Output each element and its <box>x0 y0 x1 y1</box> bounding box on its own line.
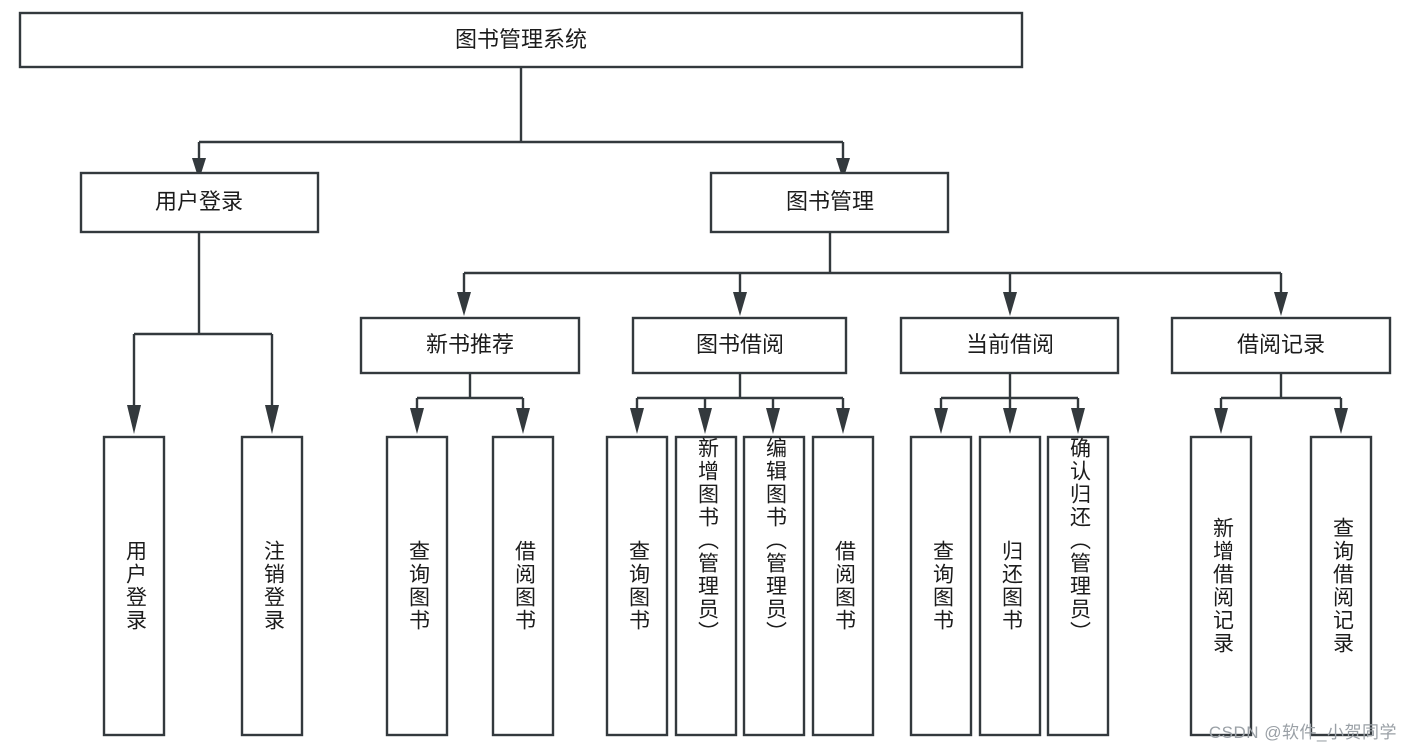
leaf-query-book-borrow[interactable] <box>605 435 669 737</box>
connector-record-to-leaves <box>1219 373 1343 424</box>
leaf-query-book-recommend[interactable] <box>385 435 449 737</box>
leaf-logout[interactable] <box>240 435 304 737</box>
leaf-confirm-return-admin[interactable] <box>1046 435 1110 737</box>
leaf-borrow-book[interactable] <box>811 435 875 737</box>
node-book-borrow[interactable] <box>631 316 848 375</box>
connector-bookmgmt-to-level3 <box>462 232 1283 296</box>
leaf-query-book-current[interactable] <box>909 435 973 737</box>
node-root-system[interactable] <box>18 11 1024 69</box>
leaf-add-borrow-record[interactable] <box>1189 435 1253 737</box>
leaf-boxes <box>102 435 1373 737</box>
node-borrow-record-label: 借阅记录 <box>1237 332 1325 357</box>
leaf-borrow-book-recommend[interactable] <box>491 435 555 737</box>
node-book-management[interactable] <box>709 171 950 234</box>
node-current-borrow-label: 当前借阅 <box>966 332 1054 357</box>
node-current-borrow[interactable] <box>899 316 1120 375</box>
node-new-book-recommend-label: 新书推荐 <box>426 332 514 357</box>
leaf-add-book-admin[interactable] <box>674 435 738 737</box>
node-new-book-recommend[interactable] <box>359 316 581 375</box>
leaf-edit-book-admin[interactable] <box>742 435 806 737</box>
node-user-login[interactable] <box>79 171 320 234</box>
node-user-login-label: 用户登录 <box>155 189 243 214</box>
leaf-user-login[interactable] <box>102 435 166 737</box>
connector-borrow-to-leaves <box>635 373 845 424</box>
node-book-borrow-label: 图书借阅 <box>696 332 784 357</box>
arrowheads <box>127 158 1348 434</box>
connector-root-to-level2 <box>197 67 845 160</box>
node-root-system-label: 图书管理系统 <box>455 27 587 52</box>
node-borrow-record[interactable] <box>1170 316 1392 375</box>
node-book-management-label: 图书管理 <box>786 189 874 214</box>
connector-recommend-to-leaves <box>415 373 525 424</box>
leaf-return-book[interactable] <box>978 435 1042 737</box>
csdn-watermark: CSDN @软件_小贺同学 <box>1208 723 1397 742</box>
connector-userlogin-to-leaves <box>132 232 274 424</box>
leaf-query-borrow-record[interactable] <box>1309 435 1373 737</box>
